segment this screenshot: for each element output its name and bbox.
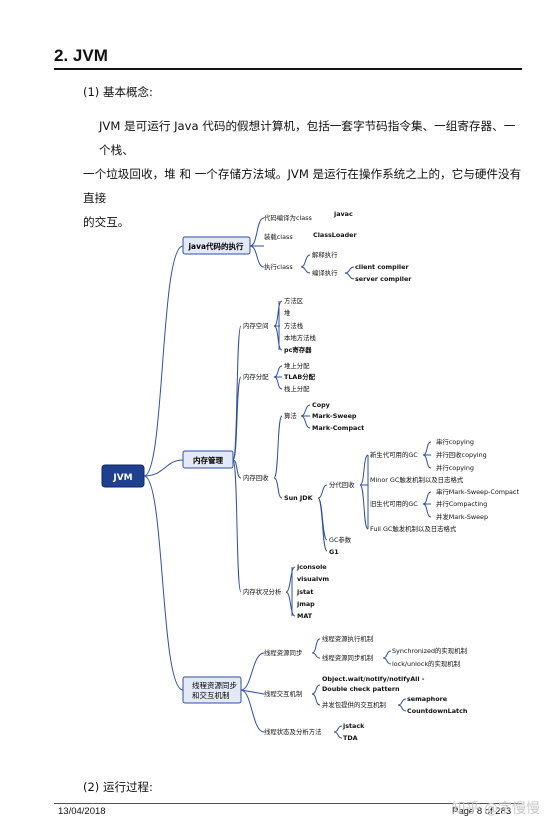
label-load: 装载class [264, 232, 293, 241]
label-mem-space: 内存空间 [243, 321, 269, 330]
label-gc-params: GC参数 [329, 535, 352, 544]
label-compile-exec: 编译执行 [312, 268, 338, 277]
label-thread-sync: 线程资源同步 [264, 648, 302, 657]
body-paragraph: JVM 是可运行 Java 代码的假想计算机，包括一套字节码指令集、一组寄存器、… [83, 114, 523, 234]
node-thread [182, 676, 242, 704]
label-compile: 代码编译为class [264, 213, 312, 222]
label-interpret: 解释执行 [312, 250, 338, 259]
label-double-check: Double check pattern [322, 685, 400, 693]
label-tda: TDA [343, 734, 358, 742]
label-pc: pc寄存器 [284, 345, 312, 354]
label-full-gc: Full GC触发机制以及日志格式 [370, 524, 457, 533]
label-thread-sync-mech: 线程资源同步机制 [322, 653, 373, 662]
root-node [101, 464, 145, 488]
section-heading: 2. JVM [54, 46, 108, 65]
label-thread-interact: 线程交互机制 [264, 689, 302, 698]
label-memory: 内存管理 [193, 455, 223, 465]
label-java-exec: java代码的执行 [187, 241, 244, 251]
footer-rule [54, 803, 522, 804]
paragraph-line-3: 的交互。 [83, 215, 130, 229]
label-thread-line1: 线程资源同步 [192, 680, 237, 690]
label-copy: Copy [312, 401, 331, 409]
label-jstack: jstack [342, 722, 365, 730]
label-visualvm: visualvm [297, 575, 329, 583]
heading-rule [54, 68, 522, 70]
label-method-area: 方法区 [284, 296, 304, 305]
label-method-stack: 方法栈 [284, 321, 304, 330]
label-javac: javac [333, 210, 353, 218]
section2-label: (2) 运行过程: [83, 780, 153, 794]
branch-root-memory [143, 459, 184, 477]
label-parallel-compacting: 并行Compacting [436, 499, 487, 508]
label-thread-exec-mech: 线程资源执行机制 [322, 634, 373, 643]
label-mark-compact: Mark-Compact [312, 424, 364, 432]
paragraph-line-1: JVM 是可运行 Java 代码的假想计算机，包括一套字节码指令集、一组寄存器、… [99, 119, 516, 157]
label-mat: MAT [297, 612, 313, 620]
label-serial-copying: 串行copying [436, 437, 474, 446]
label-young-gc: 新生代可用的GC [370, 450, 418, 459]
label-algorithm: 算法 [284, 411, 297, 420]
label-mark-sweep: Mark-Sweep [312, 412, 357, 420]
paragraph-line-2: 一个垃圾回收，堆 和 一个存储方法域。JVM 是运行在操作系统之上的，它与硬件没… [83, 167, 522, 205]
branch-root-java [143, 245, 184, 477]
label-thread: 线程资源同步 和交互机制 [192, 680, 239, 700]
label-server: server compiler [355, 275, 412, 283]
label-execute: 执行class [264, 262, 293, 271]
label-heap-alloc: 堆上分配 [284, 361, 310, 370]
root-label: JVM [112, 473, 132, 483]
label-gc: 内存回收 [243, 473, 269, 482]
label-countdownlatch: CountdownLatch [407, 707, 468, 715]
label-thread-tools: 线程状态及分析方法 [264, 727, 322, 736]
footer-page: Page 8 of 283 [452, 806, 512, 817]
label-heap: 堆 [284, 308, 291, 317]
label-cms: 并发Mark-Sweep [436, 512, 488, 521]
label-native-stack: 本地方法栈 [284, 333, 317, 342]
section1-label: (1) 基本概念: [83, 85, 153, 99]
label-sunjdk: Sun JDK [284, 494, 314, 502]
jvm-mindmap: JVM java代码的执行 内存管理 线程资源同步 和交互机制 代码编译为cla… [101, 210, 519, 742]
label-mem-alloc: 内存分配 [243, 372, 269, 381]
label-jmap: jmap [296, 600, 315, 608]
label-mem-tools: 内存状况分析 [243, 587, 282, 596]
label-minor-gc: Minor GC触发机制以及日志格式 [370, 475, 464, 484]
node-memory [182, 450, 234, 469]
label-tlab: TLAB分配 [284, 372, 316, 381]
label-parallel-copying: 并行回收copying [436, 450, 487, 459]
label-parallel-copying2: 并行copying [436, 463, 474, 472]
label-jstat: jstat [296, 588, 313, 596]
label-jconsole: jconsole [296, 563, 327, 571]
label-synchronized: Synchronized的实现机制 [392, 646, 467, 655]
node-java-exec [182, 236, 251, 255]
label-stack-alloc: 栈上分配 [284, 384, 310, 393]
label-concurrent-pkg: 并发包提供的交互机制 [322, 700, 386, 709]
watermark: 知乎 @字慢慢 [451, 801, 540, 817]
label-gen-gc: 分代回收 [329, 480, 355, 489]
label-client: client compiler [355, 263, 409, 271]
footer-date: 13/04/2018 [58, 806, 106, 817]
label-thread-line2: 和交互机制 [192, 690, 230, 700]
label-g1: G1 [329, 548, 339, 556]
label-wait-notify: Object.wait/notify/notifyAll - [322, 675, 425, 683]
label-serial-msc: 串行Mark-Sweep-Compact [436, 487, 519, 496]
label-old-gc: 旧生代可用的GC [370, 499, 418, 508]
branch-root-thread [143, 475, 184, 691]
label-semaphore: semaphore [407, 695, 448, 703]
label-classloader: ClassLoader [313, 231, 357, 239]
label-lock-unlock: lock/unlock的实现机制 [392, 659, 460, 668]
